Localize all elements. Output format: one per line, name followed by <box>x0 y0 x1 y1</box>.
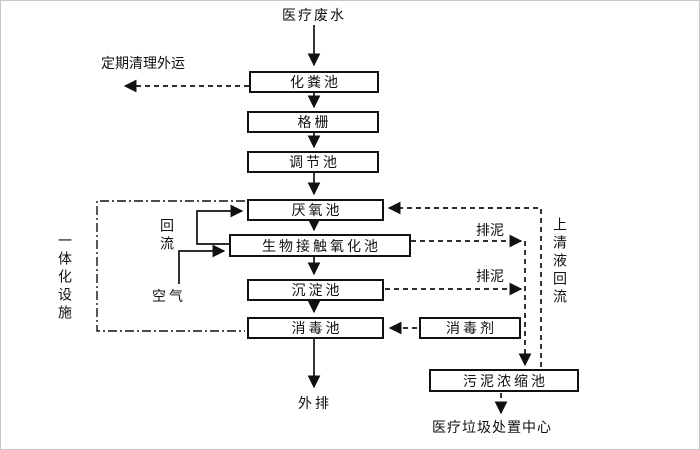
node-bar-screen: 格栅 <box>247 111 379 133</box>
label-periodic-cleanout: 定期清理外运 <box>101 55 185 71</box>
node-regulating-tank: 调节池 <box>247 151 379 173</box>
label-reflux: 回流 <box>159 218 175 254</box>
label-integrated-facility: 一体化设施 <box>57 233 73 323</box>
arrow-supernatant-reflux <box>387 201 542 367</box>
node-sludge-thickening-tank: 污泥浓缩池 <box>429 369 579 392</box>
node-anaerobic-tank: 厌氧池 <box>247 199 384 221</box>
node-sedimentation-tank: 沉淀池 <box>247 279 384 301</box>
node-disinfectant: 消毒剂 <box>419 317 521 339</box>
arrow-reflux-loop <box>196 204 244 245</box>
label-source: 医疗废水 <box>282 7 346 23</box>
label-supernatant-reflux: 上清液回流 <box>552 217 568 307</box>
label-air: 空气 <box>152 288 186 304</box>
label-disposal-center: 医疗垃圾处置中心 <box>432 419 552 435</box>
label-sludge-discharge-upper: 排泥 <box>476 222 504 238</box>
integrated-facility-boundary <box>96 200 245 332</box>
arrow-air-feed <box>178 244 226 284</box>
node-disinfection-tank: 消毒池 <box>247 317 384 339</box>
node-septic-tank: 化粪池 <box>249 71 379 93</box>
label-sludge-discharge-lower: 排泥 <box>476 268 504 284</box>
node-bio-contact-oxidation-tank: 生物接触氧化池 <box>229 234 411 257</box>
label-outfall: 外排 <box>298 395 332 411</box>
